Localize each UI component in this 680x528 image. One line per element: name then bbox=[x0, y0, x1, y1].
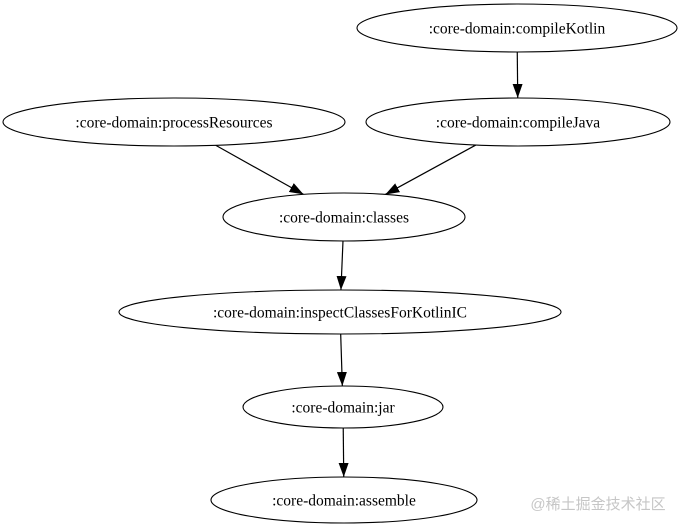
node-label-assemble: :core-domain:assemble bbox=[272, 492, 416, 509]
node-label-jar: :core-domain:jar bbox=[291, 399, 395, 416]
node-ellipse-inspectClassesForKotlinIC bbox=[118, 289, 562, 335]
node-ellipse-classes bbox=[222, 192, 466, 242]
node-label-processResources: :core-domain:processResources bbox=[75, 114, 272, 131]
nodes-layer: :core-domain:compileKotlin :core-domain:p… bbox=[2, 3, 678, 524]
node-classes: :core-domain:classes bbox=[222, 192, 466, 242]
node-ellipse-compileJava bbox=[365, 97, 671, 147]
node-label-inspectClassesForKotlinIC: :core-domain:inspectClassesForKotlinIC bbox=[213, 304, 467, 321]
node-processResources: :core-domain:processResources bbox=[2, 97, 346, 147]
edge-jar-to-assemble bbox=[338, 427, 349, 478]
node-label-classes: :core-domain:classes bbox=[279, 209, 409, 226]
node-inspectClassesForKotlinIC: :core-domain:inspectClassesForKotlinIC bbox=[118, 289, 562, 335]
node-compileKotlin: :core-domain:compileKotlin bbox=[356, 3, 678, 53]
node-ellipse-compileKotlin bbox=[356, 3, 678, 53]
watermark-text: @稀土掘金技术社区 bbox=[530, 496, 665, 513]
edge-classes-to-inspectClassesForKotlinIC bbox=[336, 240, 347, 291]
node-assemble: :core-domain:assemble bbox=[210, 476, 478, 524]
node-label-compileKotlin: :core-domain:compileKotlin bbox=[429, 20, 606, 37]
node-compileJava: :core-domain:compileJava bbox=[365, 97, 671, 147]
edge-inspectClassesForKotlinIC-to-jar bbox=[336, 333, 347, 387]
edge-compileJava-to-classes bbox=[385, 144, 477, 195]
edges-layer bbox=[215, 51, 523, 478]
node-label-compileJava: :core-domain:compileJava bbox=[436, 114, 601, 131]
node-ellipse-jar bbox=[242, 385, 444, 429]
node-jar: :core-domain:jar bbox=[242, 385, 444, 429]
edge-processResources-to-classes bbox=[215, 144, 304, 195]
node-ellipse-processResources bbox=[2, 97, 346, 147]
node-ellipse-assemble bbox=[210, 476, 478, 524]
